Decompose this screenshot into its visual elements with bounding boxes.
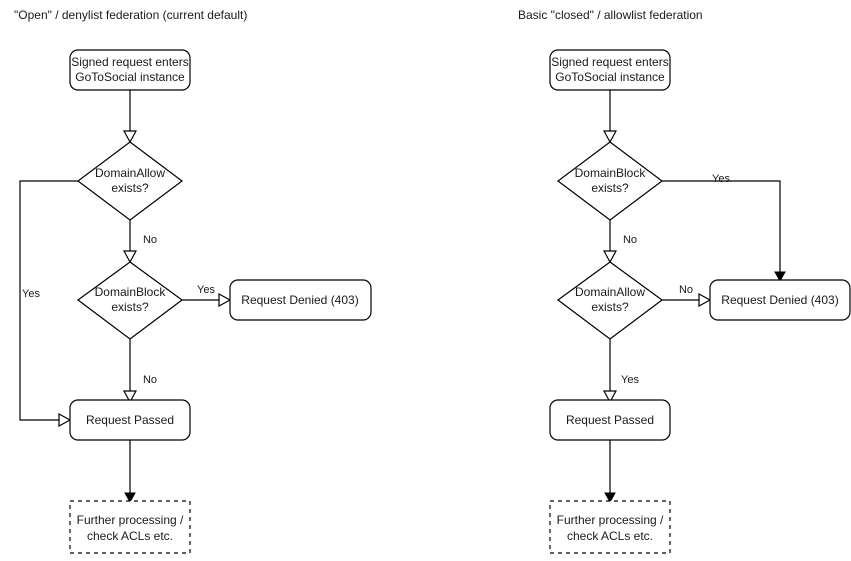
edge-label-domainallow-no-left: No (143, 234, 157, 246)
arrowhead-open-icon (122, 390, 138, 404)
node-further-processing-left-label-line1: Further processing / (77, 513, 184, 527)
edge-passed-to-further-left (124, 440, 136, 504)
node-request-denied-left-label: Request Denied (403) (241, 293, 358, 307)
node-further-processing-right[interactable]: Further processing / check ACLs etc. (549, 500, 671, 554)
node-further-processing-left[interactable]: Further processing / check ACLs etc. (69, 500, 191, 554)
edge-domainallow-no-left: No (122, 220, 157, 264)
node-decision-domainblock-left-label-line2: exists? (111, 300, 149, 314)
node-entry-right[interactable]: Signed request enters GoToSocial instanc… (549, 49, 671, 91)
node-decision-domainallow-right-label-line1: DomainAllow (575, 285, 645, 299)
edge-label-domainallow-yes-right: Yes (621, 374, 639, 386)
arrowhead-solid-icon (124, 492, 136, 504)
arrowhead-open-icon (58, 412, 72, 428)
edge-domainallow-yes-left: Yes (19, 180, 78, 428)
node-entry-left-label-line1: Signed request enters (71, 55, 188, 69)
arrowhead-solid-icon (774, 271, 786, 283)
node-further-processing-right-label-line2: check ACLs etc. (567, 529, 653, 543)
node-request-passed-left[interactable]: Request Passed (69, 399, 191, 441)
node-further-processing-left-label-line2: check ACLs etc. (87, 529, 173, 543)
node-request-denied-right[interactable]: Request Denied (403) (709, 279, 851, 321)
node-decision-domainallow-right[interactable]: DomainAllow exists? (556, 261, 664, 340)
arrowhead-open-icon (602, 130, 618, 144)
arrowhead-open-icon (122, 130, 138, 144)
edge-domainblock-no-left: No (122, 339, 157, 404)
edge-entry-to-domainallow-left (122, 90, 138, 144)
node-request-passed-right[interactable]: Request Passed (549, 399, 671, 441)
node-decision-domainallow-left-label-line2: exists? (111, 181, 149, 195)
node-request-denied-right-label: Request Denied (403) (721, 293, 838, 307)
edge-domainallow-yes-right: Yes (602, 339, 639, 404)
node-request-passed-left-label: Request Passed (86, 413, 174, 427)
diagram-closed-allowlist: Basic "closed" / allowlist federation Si… (518, 8, 851, 554)
edge-domainblock-yes-right: Yes (662, 173, 786, 283)
edge-label-domainblock-no-left: No (143, 374, 157, 386)
node-decision-domainallow-left-label-line1: DomainAllow (95, 166, 165, 180)
arrowhead-solid-icon (604, 492, 616, 504)
node-further-processing-right-label-line1: Further processing / (557, 513, 664, 527)
node-further-processing-left-shape (69, 500, 191, 554)
node-entry-right-label-line1: Signed request enters (551, 55, 668, 69)
arrowhead-open-icon (602, 250, 618, 264)
node-decision-domainblock-right-label-line1: DomainBlock (575, 166, 647, 180)
node-decision-domainallow-left[interactable]: DomainAllow exists? (77, 141, 183, 221)
node-request-denied-left[interactable]: Request Denied (403) (229, 279, 372, 321)
edge-domainblock-no-right: No (602, 220, 637, 264)
arrowhead-open-icon (122, 250, 138, 264)
node-request-passed-right-label: Request Passed (566, 413, 654, 427)
arrowhead-open-icon (218, 292, 232, 308)
node-request-denied-right-shape (709, 279, 851, 321)
edge-label-domainblock-no-right: No (623, 234, 637, 246)
node-entry-left[interactable]: Signed request enters GoToSocial instanc… (69, 49, 191, 91)
node-decision-domainblock-left[interactable]: DomainBlock exists? (76, 261, 184, 340)
diagram-title-open-denylist: "Open" / denylist federation (current de… (14, 8, 247, 22)
edge-label-domainblock-yes-right: Yes (712, 173, 730, 185)
edge-label-domainblock-yes-left: Yes (197, 284, 215, 296)
node-decision-domainblock-left-label-line1: DomainBlock (95, 285, 167, 299)
edge-domainblock-yes-left: Yes (182, 284, 232, 308)
diagram-open-denylist: "Open" / denylist federation (current de… (14, 8, 372, 554)
edge-domainallow-no-right: No (662, 284, 712, 308)
node-further-processing-right-shape (549, 500, 671, 554)
edge-label-domainallow-no-right: No (679, 284, 693, 296)
node-entry-right-label-line2: GoToSocial instance (555, 70, 665, 84)
node-decision-domainblock-right[interactable]: DomainBlock exists? (557, 141, 663, 221)
arrowhead-open-icon (602, 390, 618, 404)
node-entry-left-label-line2: GoToSocial instance (75, 70, 185, 84)
edge-label-domainallow-yes-left: Yes (22, 288, 40, 300)
arrowhead-open-icon (698, 292, 712, 308)
node-decision-domainallow-right-label-line2: exists? (591, 300, 629, 314)
diagram-title-closed-allowlist: Basic "closed" / allowlist federation (518, 8, 703, 22)
edge-passed-to-further-right (604, 440, 616, 504)
node-decision-domainblock-right-label-line2: exists? (591, 181, 629, 195)
node-request-denied-left-shape (229, 279, 372, 321)
edge-entry-to-domainblock-right (602, 90, 618, 144)
